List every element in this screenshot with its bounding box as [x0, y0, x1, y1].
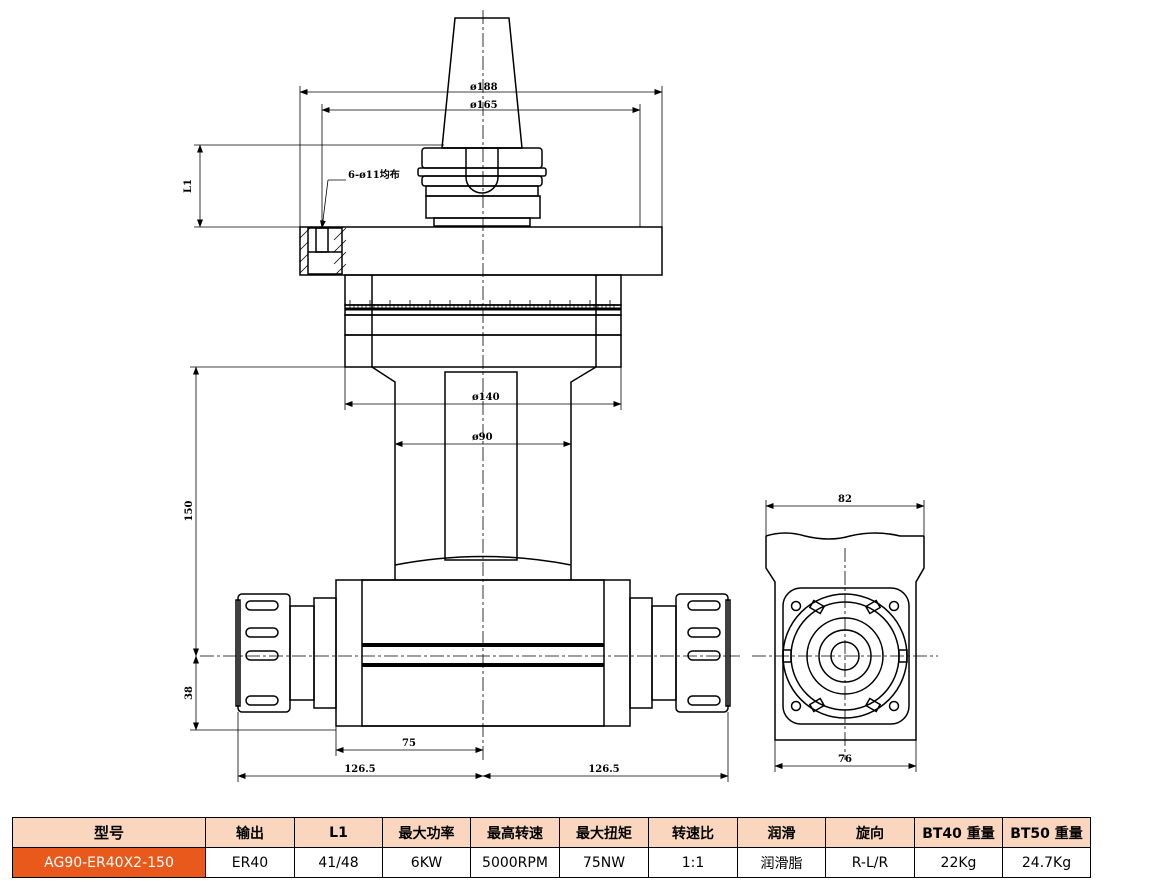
dim-w76: 76 [838, 754, 852, 765]
header-lubrication: 润滑 [737, 817, 826, 848]
drive-key-slot [465, 148, 499, 194]
cell-bt40-weight: 22Kg [914, 847, 1003, 878]
cell-max-torque: 75NW [559, 847, 649, 878]
header-bt40-weight: BT40 重量 [914, 817, 1003, 848]
technical-drawing: ø188 ø165 L1 6-ø11均布 ø140 ø90 150 38 75 … [183, 10, 938, 782]
header-bt50-weight: BT50 重量 [1002, 817, 1091, 848]
cell-l1: 41/48 [294, 847, 383, 878]
dim-d90: ø90 [472, 432, 493, 443]
spec-header-row: 型号 输出 L1 最大功率 最高转速 最大扭矩 转速比 润滑 旋向 BT40 重… [12, 817, 1091, 848]
cell-output: ER40 [205, 847, 295, 878]
dim-w126-right: 126.5 [588, 764, 619, 775]
cell-ratio: 1:1 [648, 847, 738, 878]
dim-w126-left: 126.5 [344, 764, 375, 775]
dim-d165: ø165 [470, 100, 498, 111]
cell-bt50-weight: 24.7Kg [1002, 847, 1091, 878]
spec-data-row: AG90-ER40X2-150 ER40 41/48 6KW 5000RPM 7… [12, 847, 1091, 878]
dim-l1: L1 [183, 179, 194, 193]
cell-model: AG90-ER40X2-150 [12, 847, 206, 878]
header-model: 型号 [12, 817, 206, 848]
header-max-torque: 最大扭矩 [559, 817, 649, 848]
dim-w82: 82 [838, 494, 852, 505]
dim-d188: ø188 [470, 82, 498, 93]
header-max-speed: 最高转速 [470, 817, 560, 848]
right-collet-nut [675, 593, 729, 713]
header-output: 输出 [205, 817, 295, 848]
header-rotation: 旋向 [825, 817, 915, 848]
dim-d140: ø140 [472, 392, 500, 403]
dim-h38: 38 [184, 686, 195, 700]
dim-w75: 75 [402, 738, 416, 749]
center-lines [200, 10, 938, 760]
header-ratio: 转速比 [648, 817, 738, 848]
bolt-hole [315, 227, 329, 253]
cell-rotation: R-L/R [825, 847, 915, 878]
dim-holes: 6-ø11均布 [348, 168, 400, 181]
cell-lubrication: 润滑脂 [737, 847, 826, 878]
spec-table: 型号 输出 L1 最大功率 最高转速 最大扭矩 转速比 润滑 旋向 BT40 重… [12, 817, 1091, 878]
header-l1: L1 [294, 817, 383, 848]
side-view [765, 532, 925, 741]
cell-max-speed: 5000RPM [470, 847, 560, 878]
left-collet-nut [237, 593, 291, 713]
dim-h150: 150 [184, 501, 195, 522]
cell-max-power: 6KW [382, 847, 471, 878]
mounting-plate [299, 226, 663, 276]
header-max-power: 最大功率 [382, 817, 471, 848]
column [371, 366, 597, 565]
scale-ring-ticks [349, 300, 615, 309]
dimension-lines [190, 86, 925, 782]
